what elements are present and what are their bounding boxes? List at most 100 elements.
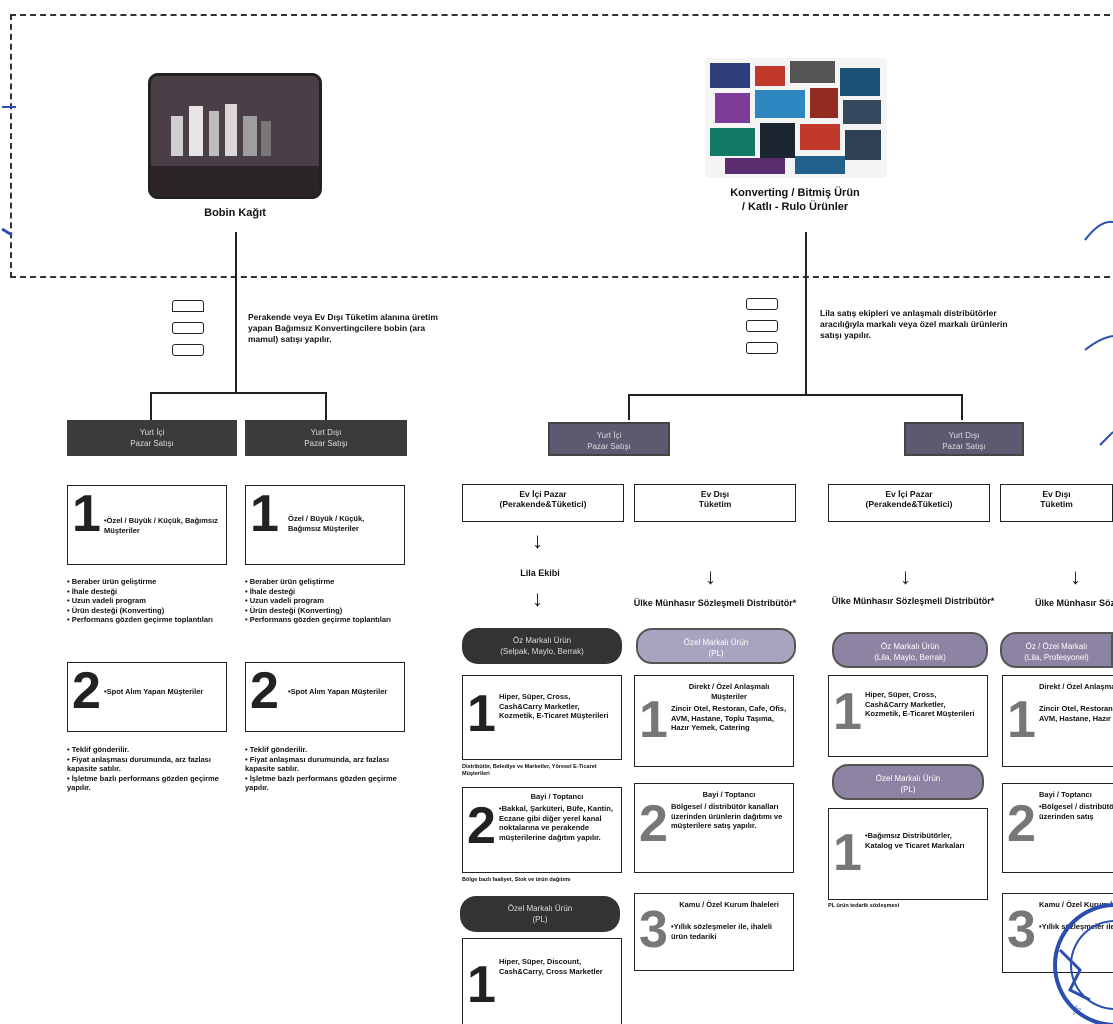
right-split-b — [961, 394, 963, 420]
card-text: •Yıllık sözleşmeler ile — [1039, 922, 1113, 931]
step-number: 3 — [639, 901, 668, 959]
step-number: 1 — [250, 485, 279, 543]
card-text: •Bağımsız Distribütörler, Katalog ve Tic… — [865, 831, 965, 850]
card-text: Hiper, Süper, Discount, Cash&Carry, Cros… — [499, 957, 603, 976]
left-head-domestic: Yurt İçi Pazar Satışı — [67, 420, 237, 456]
left-col2-bullets1: • Beraber ürün geliştirme • İhale desteğ… — [245, 577, 391, 624]
pen-mark-icon — [1084, 220, 1113, 446]
truck-icon — [746, 298, 778, 310]
left-col2-card1: 1 Özel / Büyük / Küçük, Bağımsız Müşteri… — [245, 485, 405, 565]
step-number: 1 — [833, 824, 862, 882]
left-col1-bullets2: • Teklif gönderilir. • Fiyat anlaşması d… — [67, 745, 219, 792]
card-text: Hiper, Süper, Cross, Cash&Carry Marketle… — [499, 692, 609, 720]
lila-team-label: Lila Ekibi — [520, 568, 560, 578]
right-caption-1: Konverting / Bitmiş Ürün — [730, 187, 860, 199]
left-main-connector — [235, 232, 237, 392]
pl-pill-3: Özel Markalı Ürün (PL) — [832, 764, 984, 800]
c1-card3: 1 Hiper, Süper, Discount, Cash&Carry, Cr… — [462, 938, 622, 1024]
right-main-connector — [805, 232, 807, 394]
left-col1-card1: 1 •Özel / Büyük / Küçük, Bağımsız Müşter… — [67, 485, 227, 565]
left-col1-card2: 2 •Spot Alım Yapan Müşteriler — [67, 662, 227, 732]
left-col2-card2: 2 •Spot Alım Yapan Müşteriler — [245, 662, 405, 732]
brand-pill-3: Öz Markalı Ürün (Lila, Maylo, Berrak) — [832, 632, 988, 668]
sub-head-1: Ev İçi Pazar (Perakende&Tüketici) — [462, 484, 624, 522]
card-text: •Spot Alım Yapan Müşteriler — [288, 687, 388, 696]
c1-note1: Distribütör, Belediye ve Marketler, Yöre… — [462, 764, 597, 777]
left-description: Perakende veya Ev Dışı Tüketim alanına ü… — [248, 312, 438, 344]
card-text: •Yıllık sözleşmeler ile, ihaleli ürün te… — [671, 922, 773, 941]
container-icon — [746, 320, 778, 332]
left-caption: Bobin Kağıt — [204, 207, 266, 219]
right-head-export: Yurt Dışı Pazar Satışı — [904, 422, 1024, 456]
left-col2-bullets2: • Teklif gönderilir. • Fiyat anlaşması d… — [245, 745, 397, 792]
step-number: 1 — [833, 683, 862, 741]
svg-text:☆: ☆ — [1070, 1003, 1083, 1019]
card-text: Özel / Büyük / Küçük, Bağımsız Müşterile… — [288, 514, 365, 533]
down-arrow: ↓ — [1070, 564, 1081, 589]
card-text: Zincir Otel, Restoran, Cafe, Ofis, AVM, … — [1039, 704, 1113, 723]
step-number: 1 — [1007, 691, 1036, 749]
step-number: 2 — [467, 797, 496, 855]
top-dashed-frame — [10, 14, 1110, 278]
sub-head-2: Ev Dışı Tüketim — [634, 484, 796, 522]
card-text: •Bakkal, Şarküteri, Büfe, Kantin, Eczane… — [499, 804, 613, 842]
card-title: Direkt / Özel Anlaşmalı Müşteriler — [688, 682, 770, 701]
c4-card2: 2 Bayi / Toptancı •Bölgesel / distribütö… — [1002, 783, 1113, 873]
left-head-export: Yurt Dışı Pazar Satışı — [245, 420, 407, 456]
card-title: Kamu / Özel Kurum İhaleleri — [1039, 900, 1113, 909]
step-number: 2 — [639, 795, 668, 853]
card-text: Zincir Otel, Restoran, Cafe, Ofis, AVM, … — [671, 704, 787, 732]
step-number: 1 — [639, 691, 668, 749]
right-split-a — [628, 394, 630, 420]
container-icon — [172, 322, 204, 334]
card-text: •Spot Alım Yapan Müşteriler — [104, 687, 204, 696]
card-text: Hiper, Süper, Cross, Cash&Carry Marketle… — [865, 690, 975, 718]
card-text: •Bölgesel / distribütör kanalları üzerin… — [1039, 802, 1113, 821]
stamp-seal-icon: ☆ — [1053, 903, 1113, 1024]
pl-pill-1: Özel Markalı Ürün (PL) — [636, 628, 796, 664]
card-title: Bayi / Toptancı — [1039, 790, 1092, 799]
sub-head-3: Ev İçi Pazar (Perakende&Tüketici) — [828, 484, 990, 522]
step-number: 2 — [72, 662, 101, 720]
card-title: Bayi / Toptancı — [702, 790, 756, 799]
right-description: Lila satış ekipleri ve anlaşmalı distrib… — [820, 308, 1008, 340]
left-col1-bullets1: • Beraber ürün geliştirme • İhale desteğ… — [67, 577, 213, 624]
c1-card1: 1 Hiper, Süper, Cross, Cash&Carry Market… — [462, 675, 622, 760]
step-number: 1 — [467, 956, 496, 1014]
step-number: 1 — [72, 485, 101, 543]
step-number: 3 — [1007, 901, 1036, 959]
pen-mark-icon — [1, 106, 16, 237]
card-text: Bölgesel / distribütör kanalları üzerind… — [671, 802, 783, 830]
down-arrow: ↓ — [705, 564, 716, 589]
sub-head-4: Ev Dışı Tüketim — [1000, 484, 1113, 522]
down-arrow: ↓ — [532, 528, 543, 553]
c1-note2: Bölge bazlı faaliyet, Stok ve ürün dağıt… — [462, 877, 571, 883]
paper-roll-image — [148, 73, 322, 199]
right-caption-2: / Katlı - Rulo Ürünler — [741, 201, 849, 213]
c1-card2: 2 Bayi / Toptancı •Bakkal, Şarküteri, Bü… — [462, 787, 622, 873]
card-title: Kamu / Özel Kurum İhaleleri — [679, 900, 779, 909]
product-collage-image — [705, 58, 887, 178]
distributor-label-3: Ülke Münhasır Sözleşmeli Distribütör — [1035, 598, 1113, 608]
trailer-icon — [746, 342, 778, 354]
c2-card1: 1 Direkt / Özel Anlaşmalı Müşteriler Zin… — [634, 675, 794, 767]
card-title: Bayi / Toptancı — [530, 792, 584, 801]
card-text: •Özel / Büyük / Küçük, Bağımsız Müşteril… — [104, 516, 218, 535]
c4-card3: 3 Kamu / Özel Kurum İhaleleri •Yıllık sö… — [1002, 893, 1113, 973]
step-number: 2 — [1007, 795, 1036, 853]
down-arrow: ↓ — [532, 586, 543, 611]
right-head-domestic: Yurt İçi Pazar Satışı — [548, 422, 670, 456]
left-split-line — [150, 392, 327, 394]
c2-card2: 2 Bayi / Toptancı Bölgesel / distribütör… — [634, 783, 794, 873]
left-split-b — [325, 392, 327, 420]
trailer-icon — [172, 344, 204, 356]
card-title: Direkt / Özel Anlaşmalı Müşteriler — [1039, 682, 1113, 691]
brand-pill-1: Öz Markalı Ürün (Selpak, Maylo, Berrak) — [462, 628, 622, 664]
distributor-label-1: Ülke Münhasır Sözleşmeli Distribütör* — [633, 598, 797, 608]
down-arrow: ↓ — [900, 564, 911, 589]
step-number: 1 — [467, 685, 496, 743]
step-number: 2 — [250, 662, 279, 720]
c3-card2: 1 •Bağımsız Distribütörler, Katalog ve T… — [828, 808, 988, 900]
distributor-label-2: Ülke Münhasır Sözleşmeli Distribütör* — [831, 596, 995, 606]
right-split-line — [628, 394, 963, 396]
